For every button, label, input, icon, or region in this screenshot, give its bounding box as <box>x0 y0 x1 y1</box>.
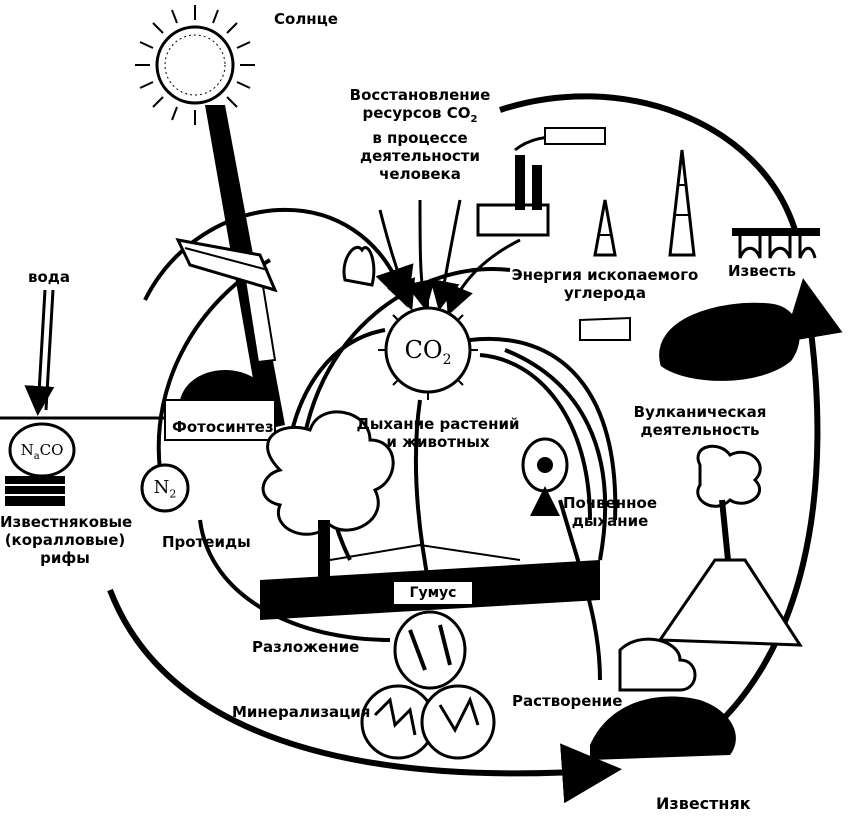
limestone-label: Известняк <box>656 794 751 813</box>
worm-icon <box>408 624 452 671</box>
lime-kiln-icon <box>732 228 820 259</box>
water-label: вода <box>28 268 71 286</box>
respiration-label: Дыхание растений и животных <box>356 415 520 451</box>
soil-respiration-icon <box>521 437 569 516</box>
limestone-reefs-label: Известняковые (коралловые) рифы <box>0 513 133 567</box>
na-co-formula: NaCO <box>20 441 64 462</box>
decomposition-label: Разложение <box>252 638 360 656</box>
n2-label: N2 <box>153 477 177 501</box>
photosynthesis-dome <box>164 370 276 441</box>
sun-label: Солнце <box>274 10 338 28</box>
proteins-label: Протеиды <box>162 533 251 551</box>
dissolution-label: Растворение <box>512 692 623 710</box>
sun-icon <box>135 5 255 125</box>
tree-icon <box>261 410 395 580</box>
coal-heap-icon <box>579 302 800 381</box>
decomposition-organisms <box>393 610 467 690</box>
human-emission-arrows <box>378 199 521 316</box>
inner-cycle-arrows <box>143 207 618 681</box>
limestone-rock-icon <box>590 637 736 760</box>
mineralization-icon <box>360 684 496 760</box>
mineralization-label: Минерализация <box>232 703 371 721</box>
volcanic-activity-label: Вулканическая деятельность <box>633 403 767 439</box>
lime-label: Известь <box>728 262 797 280</box>
restoration-label: Восстановление ресурсов CO2 в процессе д… <box>349 86 491 183</box>
humus-label: Гумус <box>392 580 474 606</box>
oil-tower-icon <box>593 149 696 257</box>
photosynthesis-label: Фотосинтез <box>172 418 274 436</box>
water-arrow <box>24 289 55 416</box>
co2-node <box>378 300 478 400</box>
factory-icon <box>476 127 606 237</box>
co2-label: CO2 <box>404 336 452 368</box>
soil-respiration-label: Почвенное дыхание <box>562 494 658 530</box>
volcano-icon <box>657 444 803 647</box>
outer-cycle-arrows <box>107 93 843 804</box>
fire-icon <box>342 246 376 287</box>
fossil-energy-label: Энергия ископаемого углерода <box>511 266 699 302</box>
n2-node <box>140 463 190 513</box>
leaf-icon <box>175 237 278 293</box>
reef-icon <box>0 416 180 506</box>
